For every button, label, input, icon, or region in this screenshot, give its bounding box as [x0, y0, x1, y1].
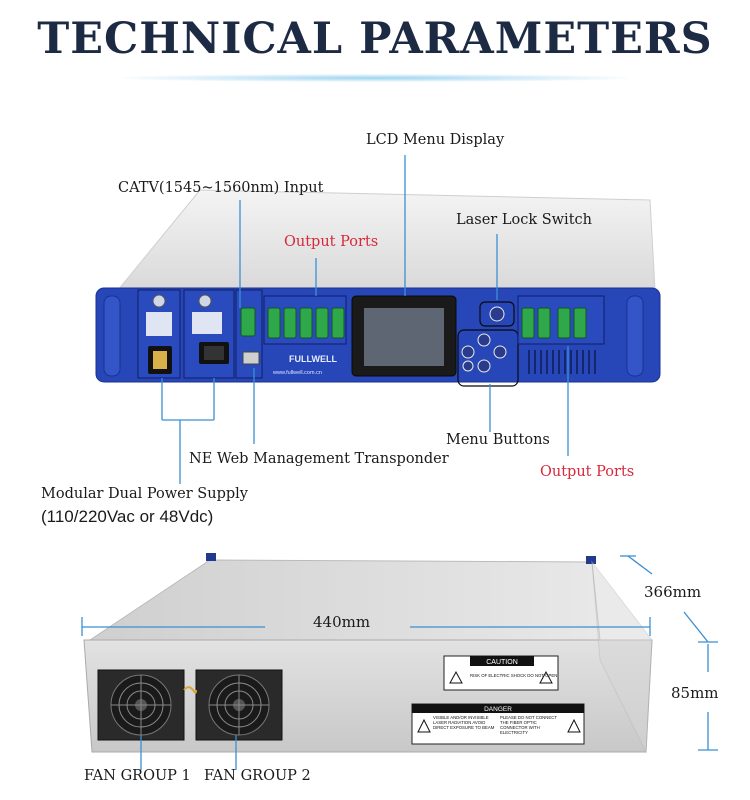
width-dimension-label: 440mm — [313, 613, 371, 631]
brand-logo: FULLWELL — [289, 354, 337, 364]
output-ports-top-label: Output Ports — [284, 234, 379, 250]
title-underline-glow — [120, 74, 630, 82]
power-spec-label: (110/220Vac or 48Vdc) — [41, 507, 214, 526]
front-callout-lines — [161, 155, 569, 484]
fan-group-2-label: FAN GROUP 2 — [204, 768, 311, 784]
ne-web-management-label: NE Web Management Transponder — [189, 451, 449, 467]
power-supply-label: Modular Dual Power Supply — [41, 486, 248, 502]
page-title: TECHNICAL PARAMETERS — [37, 14, 713, 64]
catv-input-label: CATV(1545~1560nm) Input — [118, 180, 324, 196]
danger-label: DANGER VISIBLE AND/OR INVISIBLE LASER RA… — [411, 703, 585, 745]
fan-2-icon — [195, 669, 283, 741]
laser-lock-switch-label: Laser Lock Switch — [456, 212, 592, 228]
menu-buttons-label: Menu Buttons — [446, 432, 550, 448]
brand-website: www.fullwell.com.cn — [272, 370, 322, 376]
height-dimension-label: 85mm — [671, 684, 719, 702]
fan-1-icon — [97, 669, 185, 741]
lcd-menu-display-label: LCD Menu Display — [366, 132, 505, 148]
output-ports-bottom-label: Output Ports — [540, 464, 635, 480]
svg-text:RISK OF ELECTRIC SHOCK DO NOT: RISK OF ELECTRIC SHOCK DO NOT OPEN — [470, 673, 557, 678]
front-device: FULLWELL www.fullwell.com.cn — [95, 189, 661, 387]
svg-text:DANGER: DANGER — [484, 706, 512, 713]
dimension-lines — [81, 555, 718, 770]
rear-device: CAUTION RISK OF ELECTRIC SHOCK DO NOT OP… — [83, 553, 653, 754]
depth-dimension-label: 366mm — [644, 583, 702, 601]
fan-group-1-label: FAN GROUP 1 — [84, 768, 191, 784]
caution-label: CAUTION RISK OF ELECTRIC SHOCK DO NOT OP… — [443, 655, 559, 691]
svg-text:CAUTION: CAUTION — [486, 659, 518, 666]
